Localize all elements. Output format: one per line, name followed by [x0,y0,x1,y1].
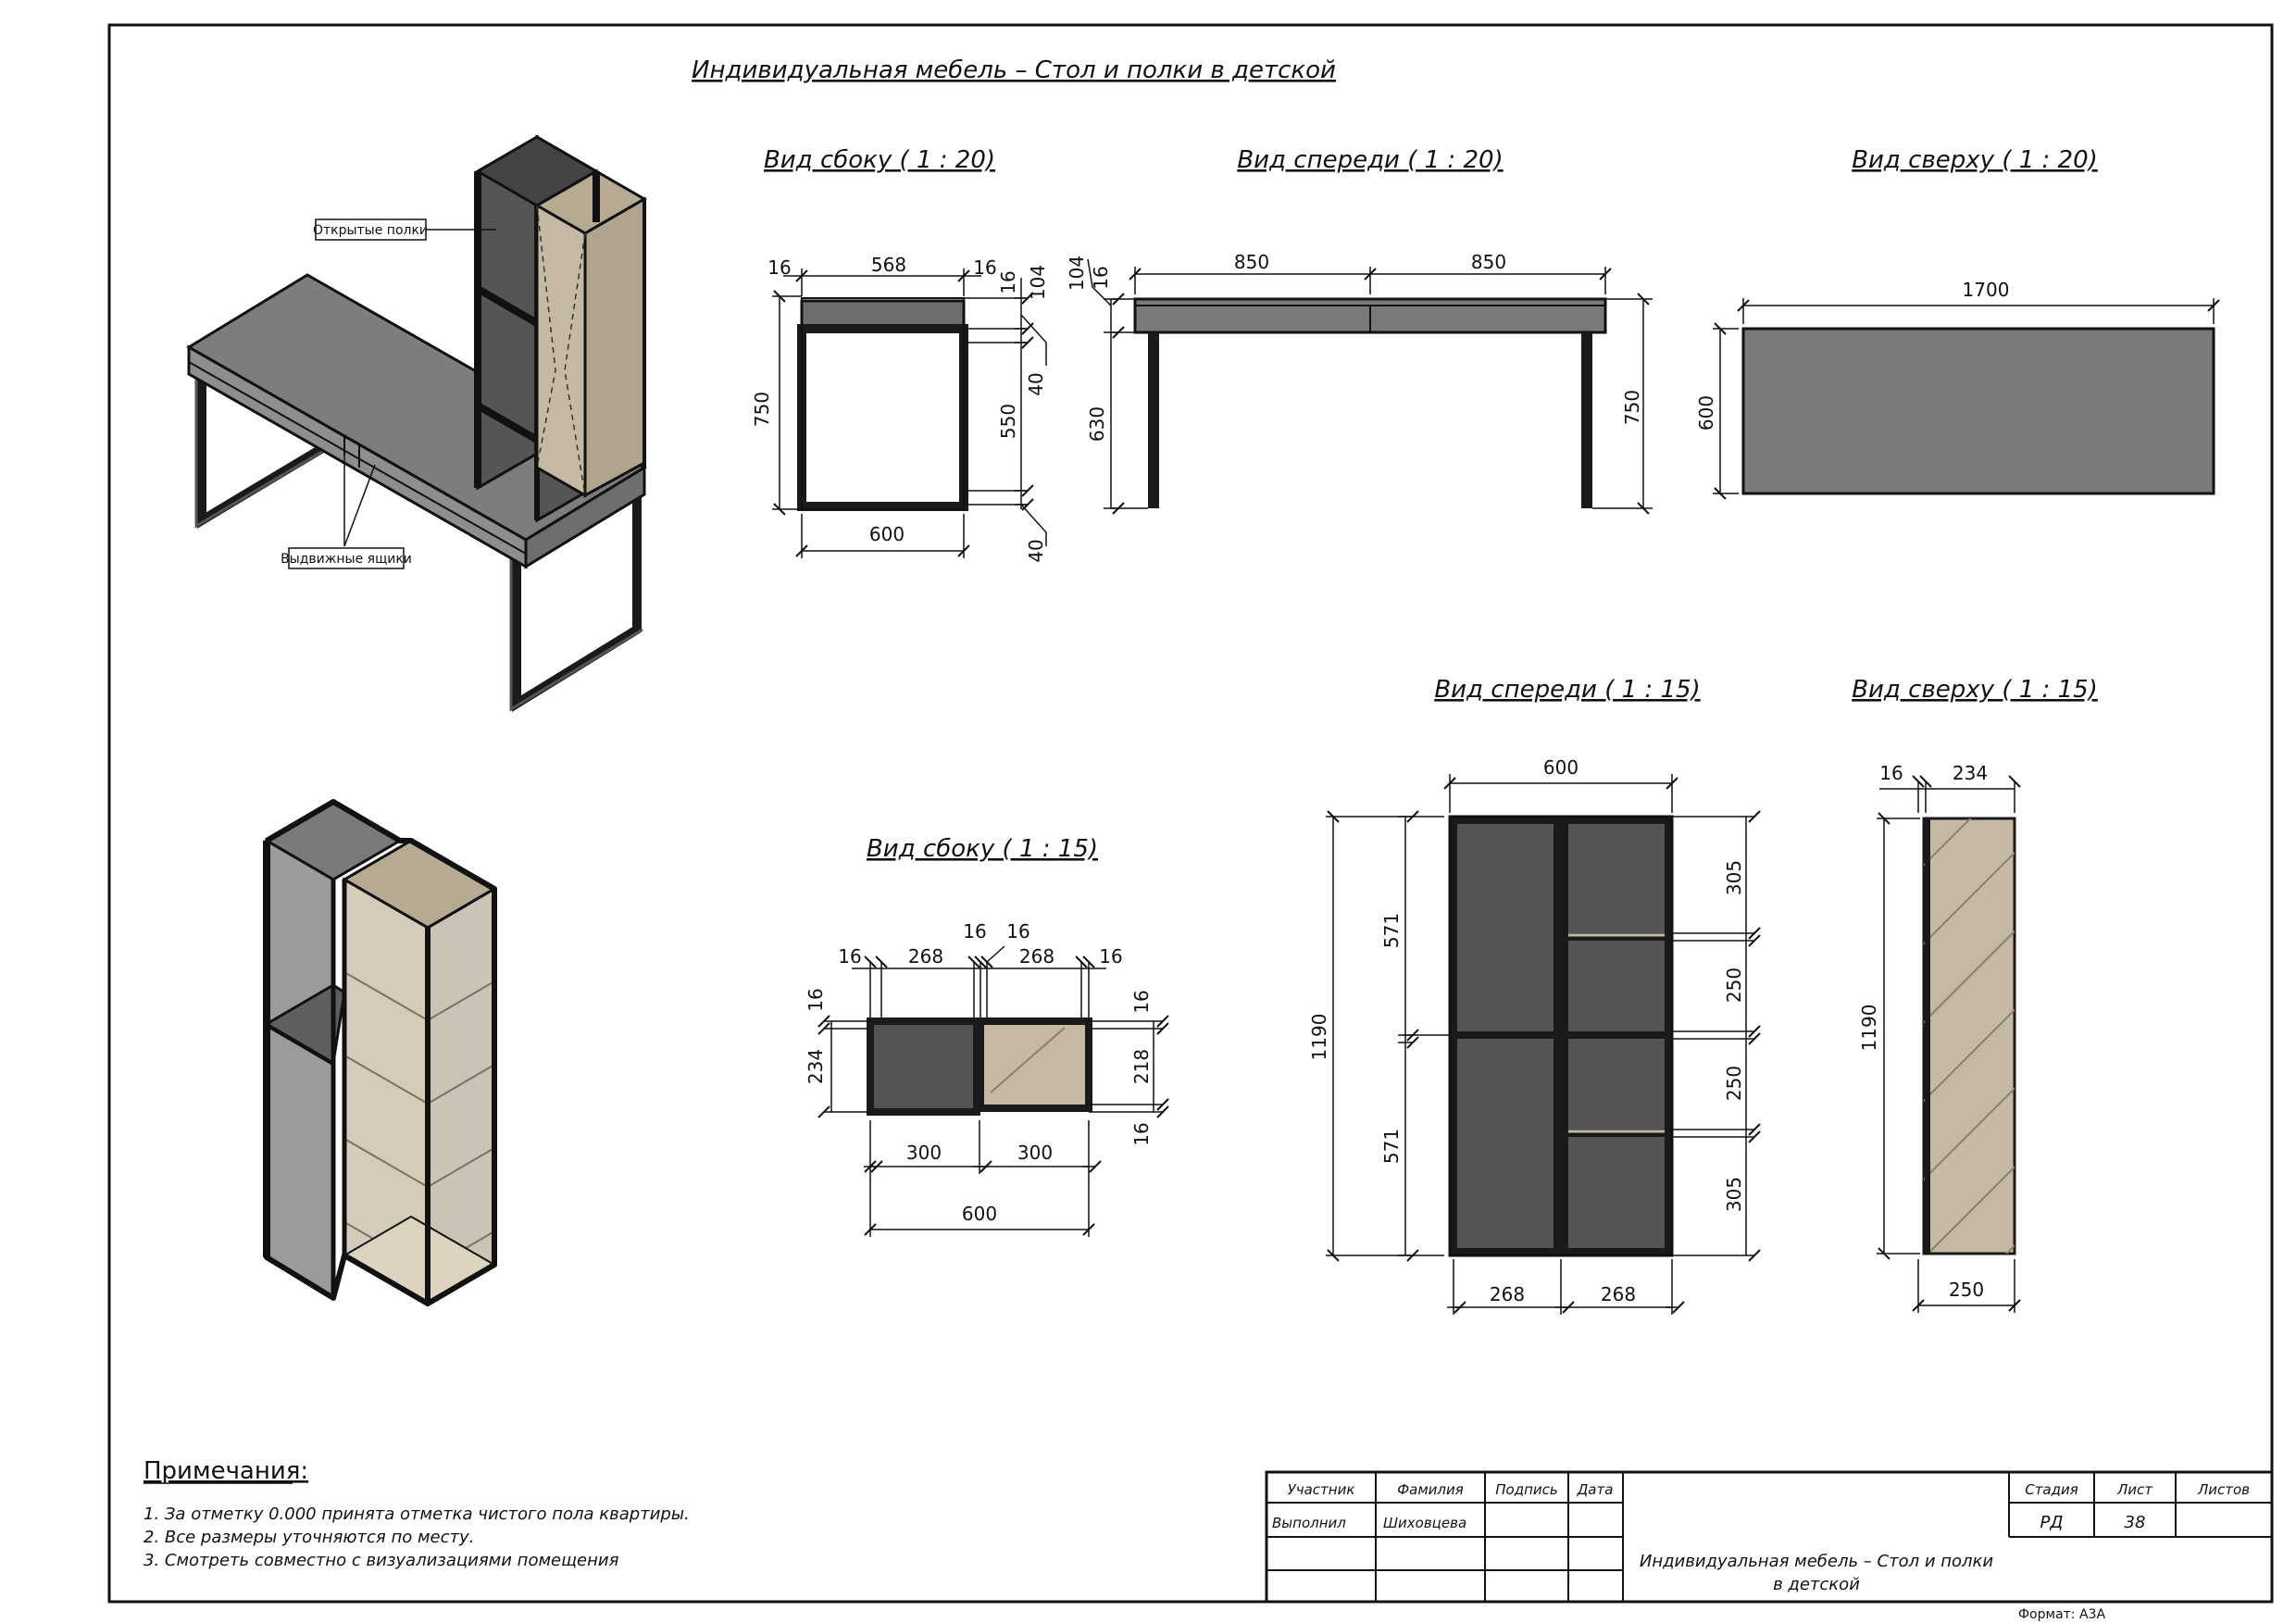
dim-side15-t16a: 16 [838,945,861,968]
sheet-title: Индивидуальная мебель – Стол и полки в д… [692,56,1336,84]
stamp-col-date: Дата [1577,1481,1614,1498]
sheet-border [107,23,2274,1604]
dim-side15-w268a: 268 [908,945,943,968]
dim-front15-305b: 305 [1723,1177,1745,1212]
dim-front15-305a: 305 [1723,860,1745,895]
dim-front15-250b: 250 [1723,1066,1745,1101]
dim-top15-w234: 234 [1953,762,1988,784]
dim-front15-571a: 571 [1380,913,1403,948]
front-view-15: 600 1190 571 571 305 250 250 305 268 268 [1308,756,1761,1315]
dim-front20-630: 630 [1086,406,1108,442]
dim-side20-total: 600 [869,523,905,545]
dim-front20-104: 104 [1066,256,1088,291]
dim-side15-w300b: 300 [1017,1142,1053,1164]
notes: Примечания: 1. За отметку 0.000 принята … [144,1457,690,1570]
note-item-2: 2. Все размеры уточняются по месту. [144,1528,474,1547]
callout-open-shelves [315,218,427,241]
dim-front15-250a: 250 [1723,968,1745,1003]
dim-top20-depth: 600 [1695,395,1717,431]
dim-side20-104: 104 [1027,265,1049,300]
dim-side15-r16b: 16 [1130,1122,1153,1145]
callout-drawers [288,547,405,569]
top-view-20: 1700 600 [1695,279,2220,500]
callout-open-shelves-label: Открытые полки [313,223,428,238]
stamp-sheets-label: Листов [2197,1481,2250,1498]
dim-side15-w300a: 300 [906,1142,942,1164]
side-view-15: 16 268 16 16 268 16 16 234 16 218 16 300… [805,920,1169,1237]
dim-side15-w600: 600 [962,1203,997,1225]
dim-side15-l16: 16 [805,988,827,1011]
note-item-3: 3. Смотреть совместно с визуализациями п… [144,1551,619,1570]
view-title-side-20: Вид сбоку ( 1 : 20) [764,146,995,174]
title-block: Участник Фамилия Подпись Дата Выполнил Ш… [1265,1470,2274,1604]
dim-front20-left: 850 [1234,251,1269,273]
top-view-15: 16 234 1190 250 [1858,762,2021,1313]
dim-side15-w268b: 268 [1019,945,1054,968]
format-label: Формат: А3А [2018,1607,2105,1622]
shelf-unit-isometric [263,799,497,1306]
dim-side15-t16c: 16 [1006,920,1029,943]
dim-front15-b268b: 268 [1601,1283,1636,1305]
dim-side15-t16d: 16 [1099,945,1122,968]
dim-top15-w250: 250 [1949,1279,1984,1301]
dim-side20-40b: 40 [1025,539,1047,562]
dim-front15-b268a: 268 [1490,1283,1525,1305]
view-title-side-15: Вид сбоку ( 1 : 15) [867,835,1098,863]
view-title-top-15: Вид сверху ( 1 : 15) [1852,676,2098,704]
dim-front15-h1190: 1190 [1308,1014,1330,1061]
dim-side20-h750: 750 [751,392,773,427]
dim-top15-t16: 16 [1879,762,1903,784]
stamp-title-line1: Индивидуальная мебель – Стол и полки [1640,1552,1994,1571]
dim-front20-750: 750 [1621,390,1643,425]
dim-front20-16: 16 [1090,266,1112,289]
stamp-stage-label: Стадия [2025,1481,2078,1498]
view-title-front-15: Вид спереди ( 1 : 15) [1434,676,1700,704]
view-title-top-20: Вид сверху ( 1 : 20) [1852,146,2098,174]
stamp-sheet: 38 [2125,1513,2146,1532]
stamp-col-surname: Фамилия [1397,1481,1464,1498]
dim-side20-right: 16 [973,256,996,279]
callout-drawers-label: Выдвижные ящики [281,552,412,567]
dim-side20-40a: 40 [1025,372,1047,395]
side-view-20: 16 568 16 600 750 16 104 40 550 40 [751,254,1049,563]
note-item-1: 1. За отметку 0.000 принята отметка чист… [144,1504,690,1524]
dim-top20-width: 1700 [1963,279,2010,301]
view-title-front-20: Вид спереди ( 1 : 20) [1237,146,1503,174]
stamp-col-participant: Участник [1288,1481,1355,1498]
dim-front15-w600: 600 [1543,756,1578,779]
front-view-20: 850 850 104 16 630 750 [1066,251,1653,515]
dim-side20-550: 550 [997,404,1019,439]
stamp-role: Выполнил [1272,1515,1346,1531]
dim-side15-r218: 218 [1130,1049,1153,1084]
dim-side20-top: 16 [997,270,1019,293]
dim-side20-left: 16 [767,256,791,279]
dim-side15-r16a: 16 [1130,990,1153,1013]
stamp-name: Шиховцева [1383,1515,1466,1531]
dim-front15-571b: 571 [1380,1129,1403,1164]
stamp-title-line2: в детской [1773,1575,1860,1594]
dim-side15-l234: 234 [805,1049,827,1084]
dim-side20-inner: 568 [871,254,906,276]
notes-heading: Примечания: [144,1457,308,1485]
stamp-col-signature: Подпись [1495,1481,1557,1498]
desk-isometric [186,134,647,712]
dim-front20-right: 850 [1471,251,1506,273]
stamp-stage: РД [2040,1513,2064,1532]
stamp-sheet-label: Лист [2116,1481,2153,1498]
dim-side15-t16b: 16 [963,920,986,943]
dim-top15-h1190: 1190 [1858,1005,1880,1052]
